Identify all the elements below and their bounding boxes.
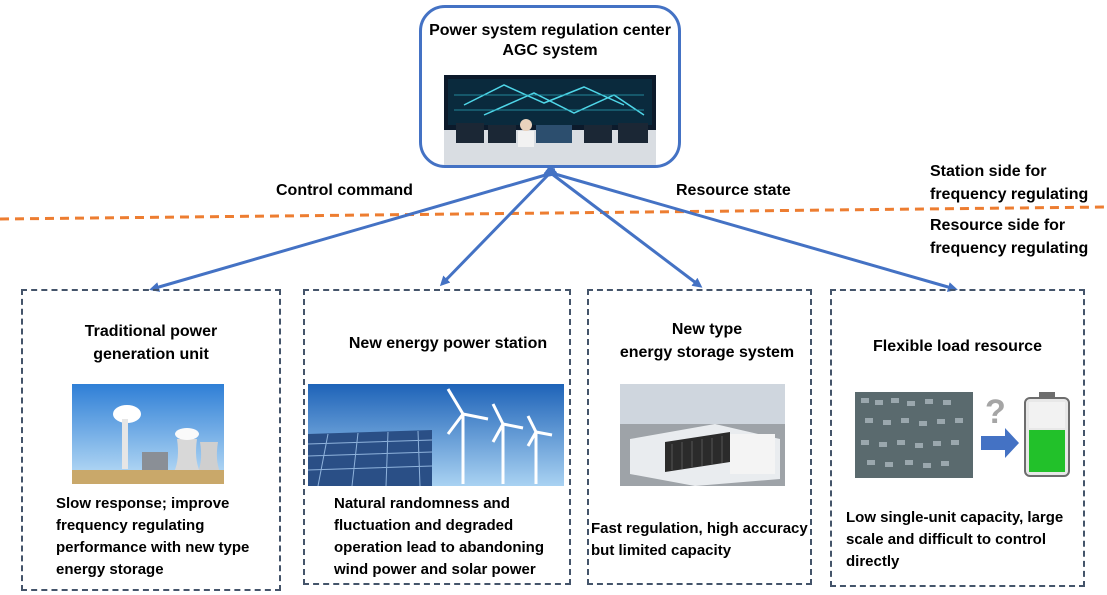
center-title-line-2: AGC system bbox=[502, 42, 598, 59]
card-new-energy-title: New energy power station bbox=[303, 332, 593, 355]
arrow-to-load bbox=[546, 167, 958, 292]
card-traditional-title: Traditional power generation unit bbox=[21, 320, 281, 366]
resource-side-line-2: frequency regulating bbox=[930, 240, 1089, 257]
card-desc-line: performance with new type bbox=[56, 539, 250, 556]
card-desc-line: energy storage bbox=[56, 561, 164, 578]
regulation-center-title: Power system regulation center AGC syste… bbox=[419, 21, 681, 61]
card-title-line: Traditional power bbox=[84, 323, 218, 340]
card-traditional-desc: Slow response; improve frequency regulat… bbox=[56, 493, 281, 581]
resource-side-label: Resource side for frequency regulating bbox=[930, 214, 1088, 260]
card-title-line: Flexible load resource bbox=[873, 338, 1042, 355]
card-title-line: generation unit bbox=[93, 346, 209, 363]
card-title-line: New type bbox=[671, 321, 743, 338]
card-traditional-generation bbox=[21, 289, 281, 591]
card-desc-line: Slow response; improve bbox=[56, 495, 230, 512]
load-resource-image: ? bbox=[855, 392, 1070, 478]
station-side-label: Station side for frequency regulating bbox=[930, 160, 1088, 206]
card-new-energy-desc: Natural randomness and fluctuation and d… bbox=[334, 493, 574, 581]
card-desc-line: Low single-unit capacity, large bbox=[846, 509, 1064, 526]
svg-text:?: ? bbox=[985, 393, 1006, 431]
control-command-label: Control command bbox=[276, 182, 413, 199]
card-storage-title: New type energy storage system bbox=[587, 318, 827, 364]
card-load-desc: Low single-unit capacity, large scale an… bbox=[846, 507, 1081, 573]
card-desc-line: Natural randomness and bbox=[334, 495, 510, 512]
arrow-to-new-energy bbox=[439, 165, 558, 287]
card-energy-storage bbox=[587, 289, 812, 585]
card-new-energy-station bbox=[303, 289, 571, 585]
card-desc-line: Fast regulation, high accuracy bbox=[591, 520, 808, 537]
station-side-line-2: frequency regulating bbox=[930, 186, 1089, 203]
card-desc-line: scale and difficult to control bbox=[846, 531, 1047, 548]
card-desc-line: wind power and solar power bbox=[334, 561, 536, 578]
storage-container-image bbox=[620, 384, 785, 486]
center-title-line-1: Power system regulation center bbox=[429, 22, 671, 39]
card-desc-line: but limited capacity bbox=[591, 542, 732, 559]
card-title-line: New energy power station bbox=[348, 335, 548, 352]
card-title-line: energy storage system bbox=[619, 344, 795, 361]
card-desc-line: directly bbox=[846, 553, 900, 570]
card-desc-line: fluctuation and degraded bbox=[334, 517, 514, 534]
card-flexible-load bbox=[830, 289, 1085, 587]
resource-state-label: Resource state bbox=[676, 182, 791, 199]
card-desc-line: frequency regulating bbox=[56, 517, 205, 534]
card-desc-line: operation lead to abandoning bbox=[334, 539, 544, 556]
solar-wind-image bbox=[308, 384, 564, 486]
control-room-image bbox=[444, 75, 656, 165]
card-load-title: Flexible load resource bbox=[830, 335, 1085, 358]
card-storage-desc: Fast regulation, high accuracy but limit… bbox=[591, 518, 821, 562]
resource-side-line-1: Resource side for bbox=[930, 217, 1066, 234]
power-plant-image bbox=[72, 384, 224, 484]
station-side-line-1: Station side for bbox=[930, 163, 1047, 180]
